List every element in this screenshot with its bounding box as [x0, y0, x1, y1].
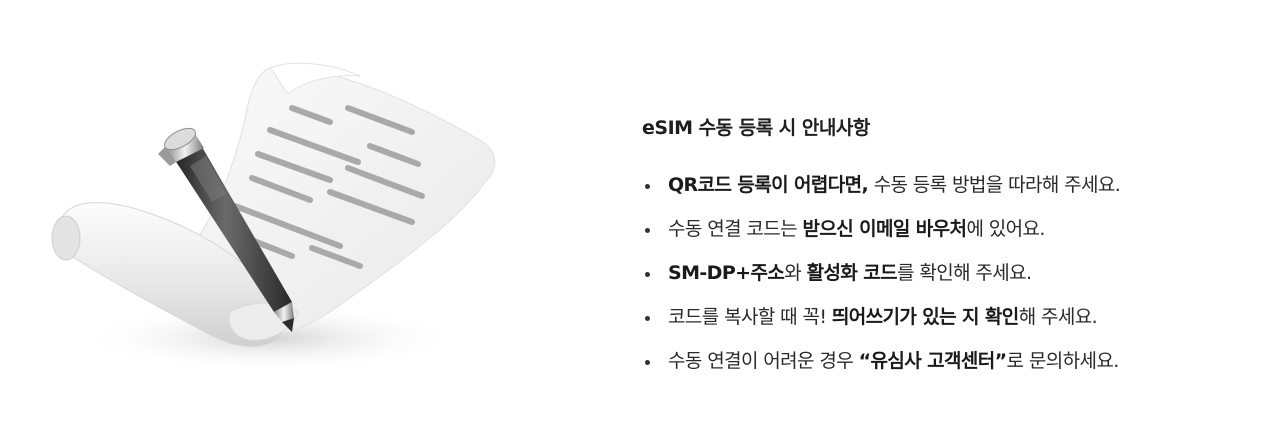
notice-item-text: 해 주세요.: [1018, 306, 1098, 328]
notice-item-text: 코드를 복사할 때 꼭!: [668, 306, 832, 328]
notice-item-text: 에 있어요.: [966, 218, 1045, 240]
document-pen-icon: [51, 62, 496, 372]
notice-item-text: 수동 연결이 어려운 경우: [668, 350, 859, 372]
esim-manual-registration-notice: eSIM 수동 등록 시 안내사항 QR코드 등록이 어렵다면, 수동 등록 방…: [642, 113, 1272, 391]
notice-item-spacing: 코드를 복사할 때 꼭! 띄어쓰기가 있는 지 확인해 주세요.: [642, 303, 1272, 347]
notice-item-text: 를 확인해 주세요.: [897, 262, 1032, 284]
notice-item-emphasis: 받으신 이메일 바우처: [802, 218, 967, 240]
notice-item-voucher: 수동 연결 코드는 받으신 이메일 바우처에 있어요.: [642, 215, 1272, 259]
notice-item-text: 수동 등록 방법을 따라해 주세요.: [868, 174, 1121, 196]
notice-item-smdp-address: SM-DP+주소와 활성화 코드를 확인해 주세요.: [642, 259, 1272, 303]
notice-item-text: 와: [784, 262, 807, 284]
pen: [158, 127, 294, 332]
document-pen-illustration: [30, 50, 510, 390]
notice-item-emphasis: SM-DP+주소: [668, 262, 785, 284]
paper-text-lines: [223, 105, 425, 269]
notice-item-customer-center: 수동 연결이 어려운 경우 “유심사 고객센터”로 문의하세요.: [642, 347, 1272, 391]
notice-item-qr-code: QR코드 등록이 어렵다면, 수동 등록 방법을 따라해 주세요.: [642, 171, 1272, 215]
paper-roll: [55, 202, 285, 347]
notice-item-text: 수동 연결 코드는: [668, 218, 803, 240]
notice-item-emphasis: “유심사 고객센터”: [858, 350, 1008, 372]
notice-item-emphasis: QR코드 등록이 어렵다면,: [668, 174, 869, 196]
paper-top-curl: [269, 62, 361, 95]
notice-title: eSIM 수동 등록 시 안내사항: [642, 117, 870, 139]
notice-item-emphasis: 활성화 코드: [806, 262, 898, 284]
paper-roll-end: [51, 215, 81, 261]
notice-item-emphasis: 띄어쓰기가 있는 지 확인: [831, 306, 1019, 328]
notice-list: QR코드 등록이 어렵다면, 수동 등록 방법을 따라해 주세요. 수동 연결 …: [642, 171, 1272, 391]
notice-item-text: 로 문의하세요.: [1006, 350, 1120, 372]
